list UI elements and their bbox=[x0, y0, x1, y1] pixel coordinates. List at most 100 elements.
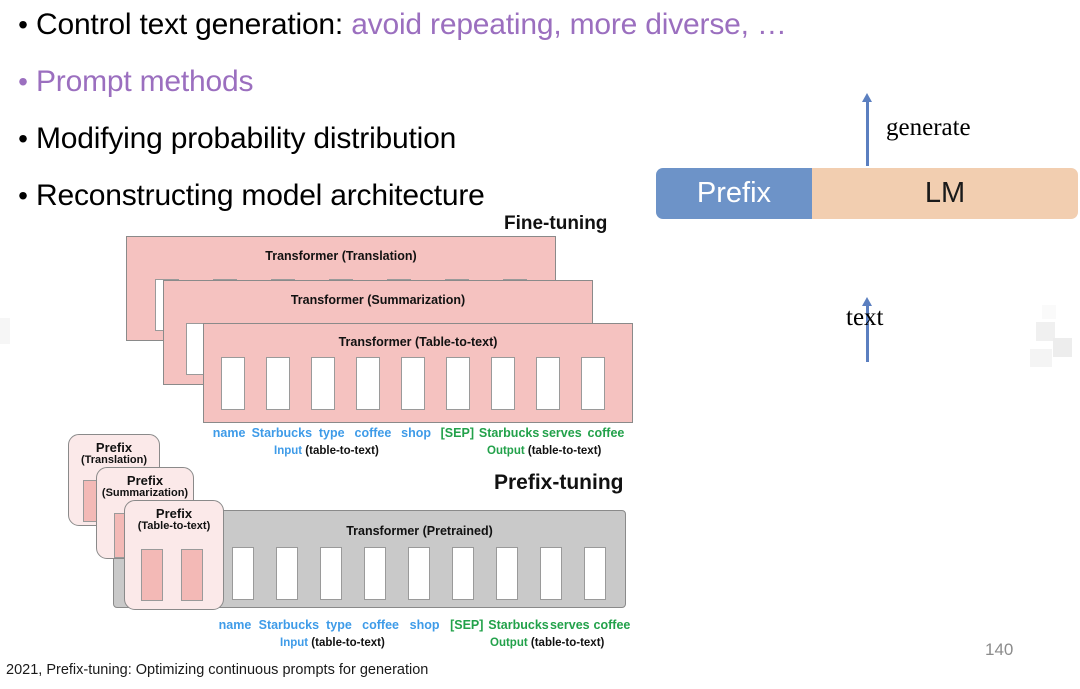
token-slot bbox=[356, 357, 380, 410]
prefix-bar bbox=[181, 549, 203, 601]
token-slot bbox=[408, 547, 430, 600]
token-shop: shop bbox=[401, 426, 431, 440]
watermark-square-icon bbox=[1042, 305, 1056, 319]
token-slot bbox=[401, 357, 425, 410]
token-slot bbox=[232, 547, 254, 600]
token-row-finetuning: name Starbucks type coffee shop [SEP] St… bbox=[208, 426, 628, 440]
token-coffee-2: coffee bbox=[593, 618, 631, 632]
bullet-item-4: • Reconstructing model architecture bbox=[10, 179, 670, 236]
token-slot bbox=[536, 357, 560, 410]
token-slot bbox=[446, 357, 470, 410]
prefix-lm-bar: Prefix LM bbox=[656, 168, 1078, 219]
token-type: type bbox=[326, 618, 352, 632]
token-row-prefixtuning: name Starbucks type coffee shop [SEP] St… bbox=[213, 618, 633, 632]
token-sep: [SEP] bbox=[450, 618, 484, 632]
token-slot bbox=[266, 357, 290, 410]
output-caption-finetuning: Output (table-to-text) bbox=[487, 445, 601, 457]
bullet-item-2: • Prompt methods bbox=[10, 65, 670, 122]
output-caption-prefixtuning: Output (table-to-text) bbox=[490, 637, 604, 649]
bullet-text-1-plain: Control text generation: bbox=[36, 8, 352, 41]
source-footnote: 2021, Prefix-tuning: Optimizing continuo… bbox=[6, 662, 429, 678]
token-slot bbox=[320, 547, 342, 600]
bullet-marker-icon: • bbox=[18, 123, 28, 154]
prefix-block: Prefix bbox=[656, 168, 812, 219]
output-caption-task: (table-to-text) bbox=[527, 637, 605, 649]
token-starbucks-2: Starbucks bbox=[478, 426, 540, 440]
token-name: name bbox=[212, 426, 246, 440]
token-slot bbox=[540, 547, 562, 600]
token-type: type bbox=[318, 426, 345, 440]
transformer-label-summarization: Transformer (Summarization) bbox=[290, 293, 466, 307]
generate-label: generate bbox=[886, 114, 971, 141]
token-sep: [SEP] bbox=[440, 426, 474, 440]
token-slot bbox=[364, 547, 386, 600]
page-number: 140 bbox=[985, 640, 1014, 659]
prefix-card-subtitle: (Translation) bbox=[80, 453, 147, 466]
token-coffee: coffee bbox=[354, 426, 392, 440]
prefix-card-title: Prefix (Table-to-text) bbox=[125, 507, 223, 532]
generate-arrow-icon bbox=[862, 93, 872, 166]
output-caption-word: Output bbox=[487, 445, 525, 457]
token-serves: serves bbox=[542, 426, 582, 440]
token-coffee-2: coffee bbox=[587, 426, 625, 440]
prefix-card-subtitle: (Summarization) bbox=[101, 486, 189, 499]
bullet-marker-icon: • bbox=[18, 9, 28, 40]
slot-group-pretrained bbox=[232, 547, 606, 600]
input-caption-word: Input bbox=[280, 637, 309, 649]
prefix-bar bbox=[141, 549, 163, 601]
token-slot bbox=[452, 547, 474, 600]
bullet-list: • Control text generation: avoid repeati… bbox=[10, 8, 787, 236]
prefix-card-title-text: Prefix bbox=[155, 506, 193, 521]
transformer-label-table-to-text: Transformer (Table-to-text) bbox=[338, 335, 498, 349]
token-starbucks: Starbucks bbox=[251, 426, 313, 440]
prefix-card-title: Prefix (Summarization) bbox=[97, 474, 193, 499]
prefix-card-subtitle: (Table-to-text) bbox=[137, 519, 211, 532]
input-caption-task: (table-to-text) bbox=[302, 445, 379, 457]
bullet-text-1-accent: avoid repeating, more diverse, … bbox=[351, 8, 787, 41]
token-starbucks: Starbucks bbox=[258, 618, 320, 632]
prefix-card-title-text: Prefix bbox=[95, 440, 133, 455]
token-slot bbox=[276, 547, 298, 600]
watermark-left-icon bbox=[0, 318, 10, 344]
prefix-card-title: Prefix (Translation) bbox=[69, 441, 159, 466]
transformer-label-translation: Transformer (Translation) bbox=[265, 249, 417, 263]
bullet-item-1: • Control text generation: avoid repeati… bbox=[10, 8, 787, 65]
bullet-text-4: Reconstructing model architecture bbox=[36, 179, 485, 212]
token-starbucks-2: Starbucks bbox=[488, 618, 549, 632]
token-name: name bbox=[218, 618, 252, 632]
input-caption-finetuning: Input (table-to-text) bbox=[274, 445, 379, 457]
prefix-tuning-figure: Fine-tuning Transformer (Translation) Tr… bbox=[0, 205, 650, 655]
token-slot bbox=[221, 357, 245, 410]
token-serves: serves bbox=[549, 618, 590, 632]
text-label: text bbox=[846, 304, 884, 331]
input-caption-word: Input bbox=[274, 445, 303, 457]
token-coffee: coffee bbox=[362, 618, 399, 632]
token-slot bbox=[496, 547, 518, 600]
output-caption-word: Output bbox=[490, 637, 528, 649]
bullet-text-3: Modifying probability distribution bbox=[36, 122, 457, 155]
token-slot bbox=[311, 357, 335, 410]
input-caption-prefixtuning: Input (table-to-text) bbox=[280, 637, 385, 649]
bullet-text-2: Prompt methods bbox=[36, 65, 254, 98]
prefix-tuning-title: Prefix-tuning bbox=[494, 471, 624, 494]
token-slot bbox=[581, 357, 605, 410]
bullet-marker-icon: • bbox=[18, 66, 28, 97]
text-input-arrow-icon bbox=[862, 297, 872, 362]
bullet-text-1: Control text generation: avoid repeating… bbox=[36, 8, 787, 42]
bullet-item-3: • Modifying probability distribution bbox=[10, 122, 670, 179]
output-caption-task: (table-to-text) bbox=[524, 445, 602, 457]
token-slot bbox=[491, 357, 515, 410]
prefix-card-title-text: Prefix bbox=[126, 473, 164, 488]
fine-tuning-title: Fine-tuning bbox=[504, 213, 608, 234]
prefix-lm-diagram: generate Prefix LM text bbox=[648, 92, 1080, 362]
prefix-card-table-to-text: Prefix (Table-to-text) bbox=[124, 500, 224, 610]
watermark-square-icon bbox=[1053, 338, 1072, 357]
transformer-box-table-to-text: Transformer (Table-to-text) bbox=[203, 323, 633, 423]
slot-group-table-to-text bbox=[221, 357, 605, 410]
watermark-square-icon bbox=[1030, 349, 1052, 367]
input-caption-task: (table-to-text) bbox=[308, 637, 385, 649]
watermark-square-icon bbox=[1036, 322, 1055, 341]
transformer-label-pretrained: Transformer (Pretrained) bbox=[346, 524, 493, 538]
token-shop: shop bbox=[409, 618, 440, 632]
